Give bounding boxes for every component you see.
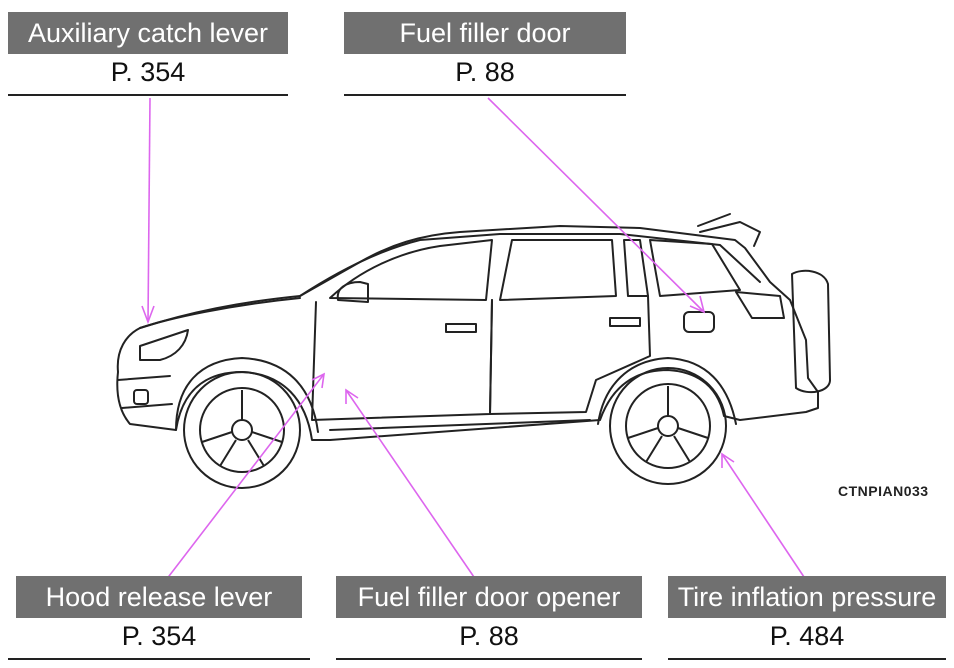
quarter-window xyxy=(623,239,649,297)
page-reference[interactable]: P. 354 xyxy=(121,621,197,651)
tail-light xyxy=(735,291,785,319)
arrowhead-tire-inflation-pressure xyxy=(721,452,735,468)
callout-fuel-filler-door-opener: Fuel filler door opener P. 88 xyxy=(336,576,642,662)
rear-side-window xyxy=(649,239,741,297)
front-bumper xyxy=(117,375,173,409)
front-wheel xyxy=(183,371,301,489)
rear-wheel-arch xyxy=(597,357,737,425)
page-reference[interactable]: P. 484 xyxy=(769,621,845,651)
leader-hood-release-lever xyxy=(165,373,325,581)
hood-line xyxy=(139,297,301,329)
divider xyxy=(668,658,946,660)
front-door xyxy=(311,299,493,421)
fog-lamp xyxy=(133,389,149,405)
leader-tire-inflation-pressure xyxy=(721,453,807,581)
callout-fuel-filler-door: Fuel filler door P. 88 xyxy=(344,12,626,98)
rocker-panel xyxy=(329,419,591,431)
divider xyxy=(8,94,288,96)
arrowhead-fuel-filler-door xyxy=(689,295,706,314)
arrowhead-hood-release-lever xyxy=(311,372,326,389)
leader-fuel-filler-door xyxy=(487,97,705,313)
spare-tire-cover xyxy=(791,269,831,394)
door-handle-front xyxy=(445,323,477,333)
callout-tire-inflation-pressure: Tire inflation pressure P. 484 xyxy=(668,576,946,662)
page-reference[interactable]: P. 88 xyxy=(459,621,519,651)
page-reference[interactable]: P. 88 xyxy=(455,57,515,87)
car-body-outline xyxy=(116,225,819,441)
side-mirror xyxy=(336,281,369,303)
callout-label: Hood release lever xyxy=(16,576,302,618)
callout-label: Fuel filler door opener xyxy=(336,576,642,618)
divider xyxy=(8,658,310,660)
divider xyxy=(336,658,642,660)
divider xyxy=(344,94,626,96)
rear-wheel xyxy=(609,367,727,485)
callout-hood-release-lever: Hood release lever P. 354 xyxy=(8,576,310,662)
headlight xyxy=(139,329,189,361)
rear-door-window xyxy=(499,239,617,301)
figure-code: CTNPIAN033 xyxy=(838,483,929,499)
fuel-filler-door-shape xyxy=(683,311,715,333)
leader-auxiliary-catch-lever xyxy=(147,97,151,323)
roof-spoiler xyxy=(697,213,761,247)
callout-auxiliary-catch-lever: Auxiliary catch lever P. 354 xyxy=(8,12,288,98)
front-window xyxy=(329,239,493,301)
arrowhead-auxiliary-catch-lever xyxy=(141,305,155,325)
callout-label: Auxiliary catch lever xyxy=(8,12,288,54)
callout-label: Fuel filler door xyxy=(344,12,626,54)
leader-fuel-filler-door-opener xyxy=(345,389,477,581)
callout-label: Tire inflation pressure xyxy=(668,576,946,618)
roof-line xyxy=(299,233,761,297)
arrowhead-fuel-filler-door-opener xyxy=(345,388,359,404)
door-handle-rear xyxy=(609,317,641,327)
page-reference[interactable]: P. 354 xyxy=(110,57,186,87)
rear-door xyxy=(489,295,651,415)
